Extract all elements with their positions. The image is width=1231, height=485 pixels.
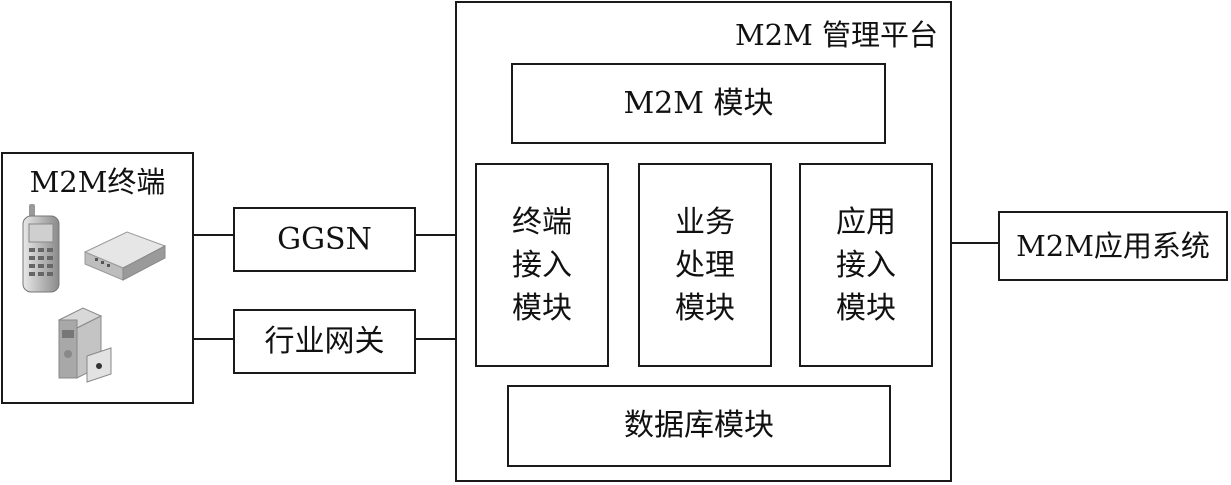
ggsn-label: GGSN: [277, 221, 372, 259]
connector-platform-application: [951, 242, 1000, 244]
terminal-access-module-box: 终端 接入 模块: [475, 163, 609, 367]
connector-terminal-ggsn: [194, 234, 235, 236]
connector-ggsn-platform: [415, 234, 457, 236]
m2m-application-system-label: M2M应用系统: [1016, 228, 1210, 264]
database-module-label: 数据库模块: [624, 407, 774, 445]
pos-terminal-icon: [53, 304, 115, 384]
ggsn-box: GGSN: [233, 207, 416, 272]
mobile-phone-icon: [19, 202, 65, 294]
m2m-application-system-box: M2M应用系统: [998, 211, 1228, 281]
m2m-module-box: M2M 模块: [511, 63, 886, 144]
business-processing-module-label: 业务 处理 模块: [675, 201, 735, 330]
m2m-management-platform: M2M 管理平台 M2M 模块 终端 接入 模块 业务 处理 模块 应用 接入 …: [455, 1, 952, 482]
business-processing-module-box: 业务 处理 模块: [638, 163, 772, 367]
industry-gateway-box: 行业网关: [233, 309, 416, 374]
m2m-terminal-title: M2M终端: [3, 164, 192, 200]
m2m-module-label: M2M 模块: [623, 85, 773, 123]
router-icon: [81, 224, 169, 284]
application-access-module-label: 应用 接入 模块: [836, 201, 896, 330]
platform-title: M2M 管理平台: [735, 17, 938, 53]
connector-gateway-platform: [415, 338, 457, 340]
m2m-terminal-box: M2M终端: [1, 152, 194, 404]
connector-terminal-gateway: [194, 338, 235, 340]
industry-gateway-label: 行业网关: [265, 323, 385, 361]
application-access-module-box: 应用 接入 模块: [799, 163, 933, 367]
database-module-box: 数据库模块: [507, 385, 891, 467]
terminal-access-module-label: 终端 接入 模块: [512, 201, 572, 330]
